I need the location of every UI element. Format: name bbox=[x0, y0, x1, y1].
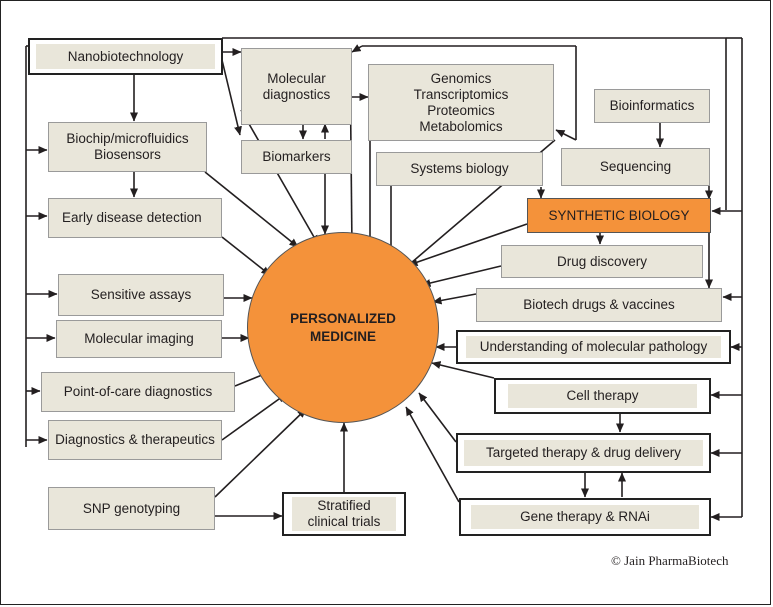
personalized-medicine-node: PERSONALIZED MEDICINE bbox=[247, 232, 439, 423]
arrow-targeted-pm bbox=[418, 392, 457, 443]
arrow-diagther-pm bbox=[221, 393, 287, 441]
box-bioinformatics: Bioinformatics bbox=[594, 89, 710, 123]
box-early-disease-detection: Early disease detection bbox=[48, 198, 222, 238]
box-nanobiotechnology: Nanobiotechnology bbox=[28, 38, 223, 75]
arrow-biochip-pm bbox=[204, 171, 299, 248]
arrow-drugdisc-pm bbox=[421, 265, 502, 287]
box-molecular-diagnostics: Molecular diagnostics bbox=[241, 48, 352, 125]
copyright-text: © Jain PharmaBiotech bbox=[611, 553, 729, 568]
box-diagnostics-therapeutics: Diagnostics & therapeutics bbox=[48, 420, 222, 460]
box-snp-genotyping: SNP genotyping bbox=[48, 487, 215, 530]
arrow-cell-pm bbox=[431, 361, 495, 379]
box-point-of-care: Point-of-care diagnostics bbox=[41, 372, 235, 412]
box-sequencing: Sequencing bbox=[561, 148, 710, 186]
arrow-top-moldiag bbox=[351, 44, 363, 53]
arrow-biotech-pm bbox=[432, 293, 477, 305]
box-molecular-imaging: Molecular imaging bbox=[56, 320, 222, 358]
box-synthetic-biology: SYNTHETIC BIOLOGY bbox=[527, 198, 711, 233]
arrow-synbio-pm bbox=[408, 223, 528, 266]
box-stratified-trials: Stratified clinical trials bbox=[282, 492, 406, 536]
box-systems-biology: Systems biology bbox=[376, 152, 543, 186]
arrow-nano-biomarkers bbox=[221, 59, 242, 136]
box-biomarkers: Biomarkers bbox=[241, 140, 352, 174]
box-targeted-therapy: Targeted therapy & drug delivery bbox=[456, 433, 711, 473]
arrow-early-pm bbox=[221, 236, 271, 276]
box-omics: Genomics Transcriptomics Proteomics Meta… bbox=[368, 64, 554, 141]
arrow-snp-pm bbox=[214, 408, 307, 498]
box-biochip-biosensors: Biochip/microfluidics Biosensors bbox=[48, 122, 207, 172]
arrow-top-omics bbox=[555, 129, 577, 141]
box-gene-therapy: Gene therapy & RNAi bbox=[459, 498, 711, 536]
box-drug-discovery: Drug discovery bbox=[501, 245, 703, 278]
arrow-gene-pm bbox=[405, 406, 460, 503]
box-cell-therapy: Cell therapy bbox=[494, 378, 711, 414]
box-biotech-drugs-vaccines: Biotech drugs & vaccines bbox=[476, 288, 722, 322]
arrow-moldiag-pm bbox=[240, 109, 319, 245]
box-molecular-pathology: Understanding of molecular pathology bbox=[456, 330, 731, 364]
box-sensitive-assays: Sensitive assays bbox=[58, 274, 224, 316]
